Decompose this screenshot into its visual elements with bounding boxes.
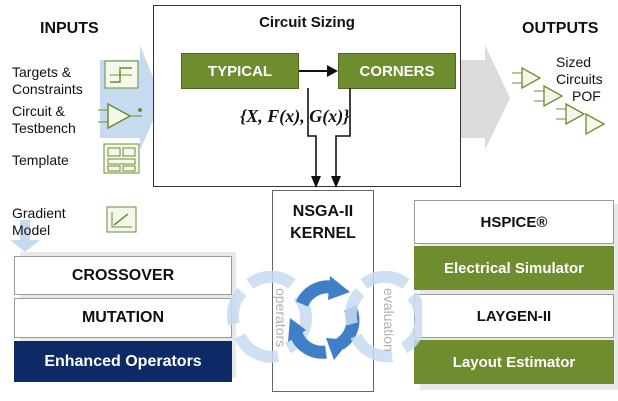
targets-label: Targets & Constraints xyxy=(12,64,83,98)
layout-estimator-box: Layout Estimator xyxy=(414,340,614,384)
hspice-box: HSPICE® xyxy=(414,200,614,244)
gradient-label-line2: Model xyxy=(12,222,51,238)
circuit-label-line2: Testbench xyxy=(12,120,76,136)
circuit-label: Circuit & Testbench xyxy=(12,103,76,137)
typical-box: TYPICAL xyxy=(181,53,299,89)
mutation-box: MUTATION xyxy=(14,298,232,338)
gradient-flow-arrow xyxy=(10,220,40,252)
circuit-label-line1: Circuit & xyxy=(12,103,65,119)
gradient-label-line1: Gradient xyxy=(12,205,66,221)
gradient-plot-icon xyxy=(106,206,137,233)
cycle-arrows-layer: operators evaluation xyxy=(226,270,422,363)
outputs-label-line3: POF xyxy=(572,88,601,104)
targets-label-line2: Constraints xyxy=(12,81,83,97)
kernel-title-line1: NSGA-II xyxy=(292,203,354,220)
crossover-box: CROSSOVER xyxy=(14,256,232,295)
outputs-label-line1: Sized xyxy=(556,54,592,70)
template-label: Template xyxy=(12,152,69,168)
enhanced-operators-box: Enhanced Operators xyxy=(14,341,232,382)
output-flow-arrow xyxy=(450,45,510,150)
outputs-label: Sized Circuits POF xyxy=(556,54,603,105)
circuit-sizing-title: Circuit Sizing xyxy=(259,14,355,31)
formula-to-kernel-arrows xyxy=(307,88,351,188)
circuit-sizing-panel: Circuit Sizing xyxy=(153,5,461,187)
operators-side-label: operators xyxy=(273,288,289,347)
corners-box: CORNERS xyxy=(338,53,456,89)
outputs-heading: OUTPUTS xyxy=(522,20,599,37)
kernel-cycle-icon xyxy=(288,276,360,360)
step-function-icon xyxy=(104,60,139,89)
kernel-title: NSGA-II KERNEL xyxy=(273,201,373,245)
outputs-label-line2: Circuits xyxy=(556,71,603,87)
hspice-label: HSPICE® xyxy=(480,213,548,231)
evaluation-cycle-icon xyxy=(344,270,422,363)
evaluation-side-label: evaluation xyxy=(381,288,397,352)
laygen-box: LAYGEN-II xyxy=(414,294,614,338)
gradient-label: Gradient Model xyxy=(12,205,66,239)
electrical-simulator-box: Electrical Simulator xyxy=(414,246,614,290)
kernel-title-line2: KERNEL xyxy=(290,225,356,242)
targets-label-line1: Targets & xyxy=(12,64,72,80)
inputs-heading: INPUTS xyxy=(40,20,99,37)
sizing-formula: {X, F(x), G(x)} xyxy=(240,106,350,126)
typical-to-corners-arrow xyxy=(299,65,338,77)
layout-template-icon xyxy=(103,143,140,174)
amplifier-circuit-icon xyxy=(98,102,142,130)
sized-circuits-icon xyxy=(512,66,606,136)
